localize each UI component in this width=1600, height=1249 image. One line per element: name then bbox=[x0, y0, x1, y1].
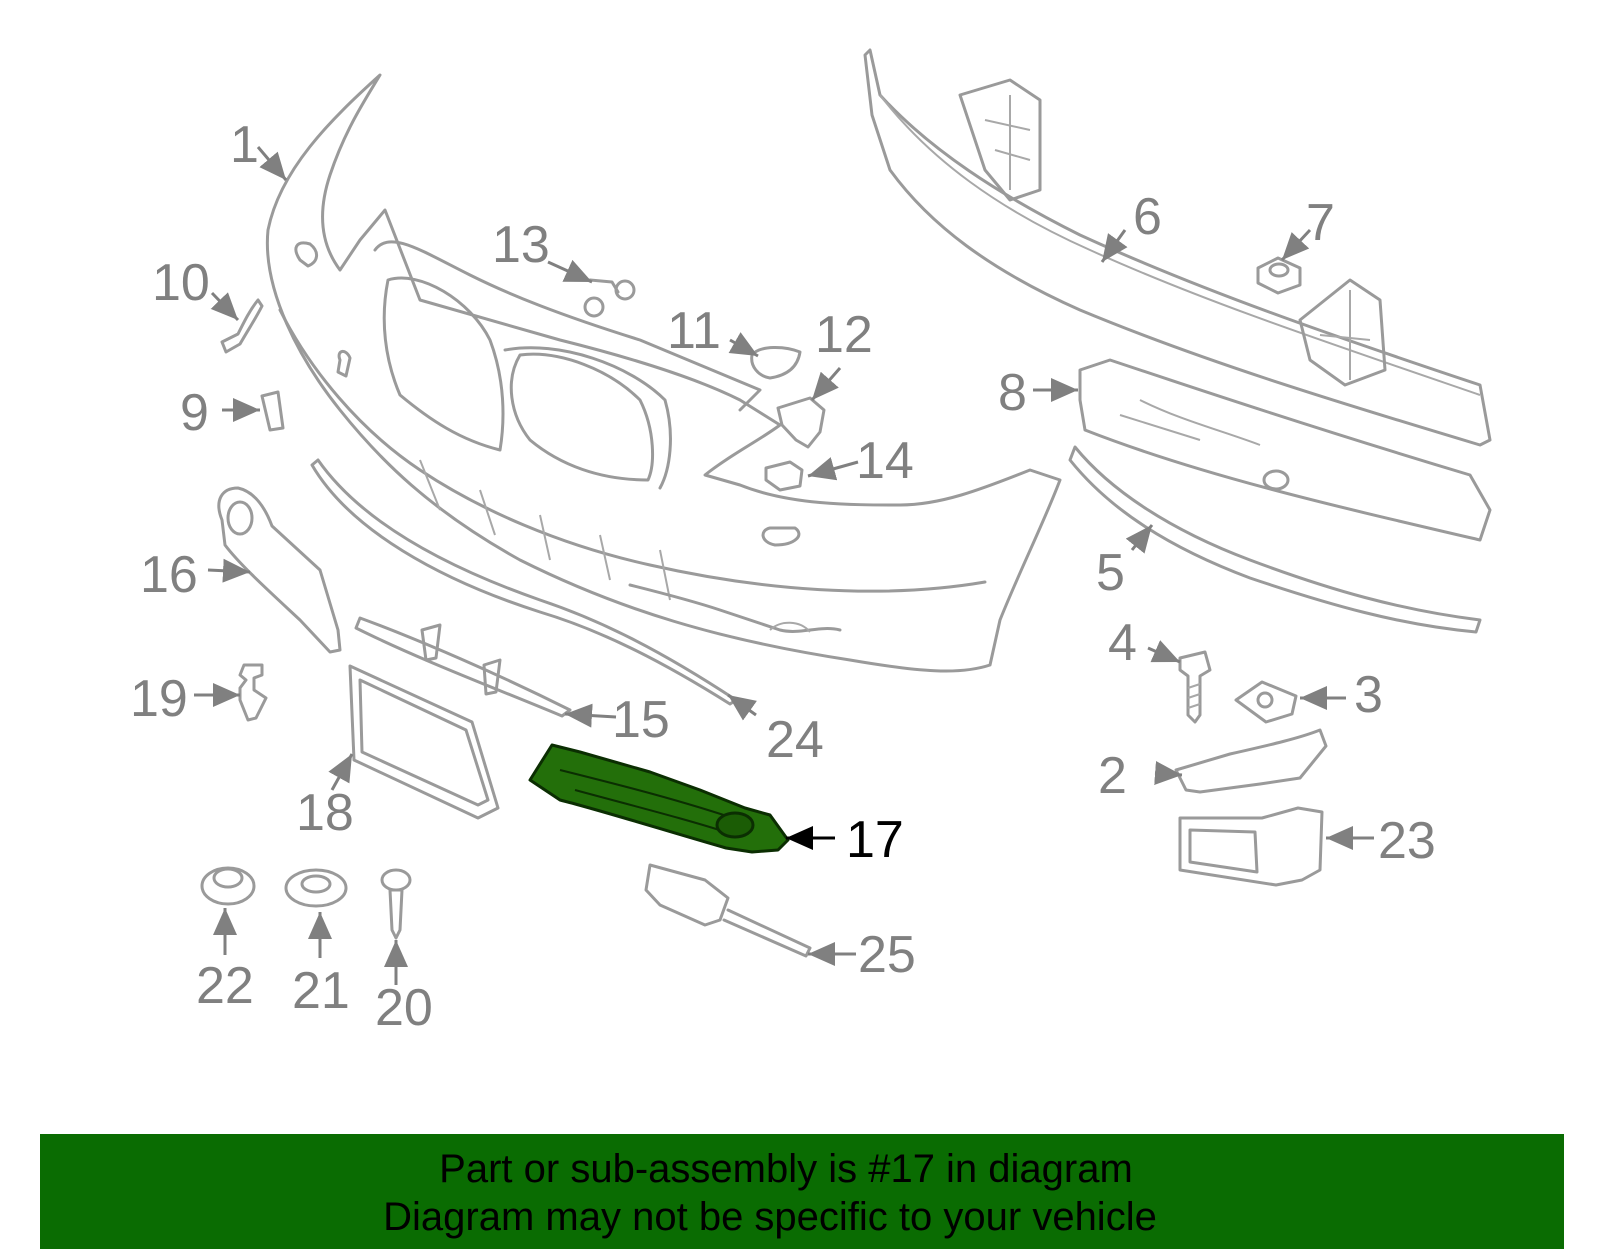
part-20-screw[interactable] bbox=[380, 868, 412, 940]
part-23-air-duct[interactable] bbox=[1178, 806, 1324, 887]
leader-lines bbox=[194, 146, 1374, 985]
callout-21[interactable]: 21 bbox=[292, 962, 350, 1020]
callout-25[interactable]: 25 bbox=[858, 926, 916, 984]
part-22-grommet[interactable] bbox=[200, 866, 256, 906]
callout-1[interactable]: 1 bbox=[230, 116, 259, 174]
callout-15[interactable]: 15 bbox=[612, 691, 670, 749]
info-banner: Part or sub-assembly is #17 in diagram D… bbox=[40, 1134, 1564, 1249]
callout-19[interactable]: 19 bbox=[130, 670, 188, 728]
callout-24[interactable]: 24 bbox=[766, 711, 824, 769]
callout-6[interactable]: 6 bbox=[1133, 188, 1162, 246]
part-8-absorber[interactable] bbox=[1078, 358, 1492, 542]
part-14-bracket[interactable] bbox=[764, 460, 804, 492]
callout-22[interactable]: 22 bbox=[196, 957, 254, 1015]
part-9-clip[interactable] bbox=[260, 390, 285, 432]
part-4-bolt[interactable] bbox=[1178, 650, 1212, 724]
banner-disclaimer-text: Diagram may not be specific to your vehi… bbox=[383, 1195, 1157, 1239]
callout-23[interactable]: 23 bbox=[1378, 812, 1436, 870]
callout-13[interactable]: 13 bbox=[492, 216, 550, 274]
callout-labels: 1 6 7 8 5 4 3 2 23 10 13 11 12 9 14 16 1… bbox=[130, 116, 1436, 1037]
part-12-bracket[interactable] bbox=[776, 396, 826, 449]
callout-14[interactable]: 14 bbox=[856, 432, 914, 490]
callout-8[interactable]: 8 bbox=[998, 364, 1027, 422]
part-21-grommet[interactable] bbox=[284, 868, 348, 908]
callout-2[interactable]: 2 bbox=[1098, 747, 1127, 805]
part-3-speed-nut[interactable] bbox=[1234, 680, 1298, 724]
part-5-lower-trim[interactable] bbox=[1068, 445, 1482, 634]
callout-16[interactable]: 16 bbox=[140, 546, 198, 604]
callout-17[interactable]: 17 bbox=[846, 811, 904, 869]
part-6-reinforcement[interactable] bbox=[863, 48, 1492, 447]
callout-18[interactable]: 18 bbox=[296, 784, 354, 842]
callout-11[interactable]: 11 bbox=[667, 302, 721, 360]
part-18-plate-holder[interactable] bbox=[348, 664, 500, 820]
part-24-strip[interactable] bbox=[310, 458, 738, 706]
callout-7[interactable]: 7 bbox=[1306, 194, 1335, 252]
part-10-bracket[interactable] bbox=[220, 298, 264, 354]
callout-3[interactable]: 3 bbox=[1354, 666, 1383, 724]
callout-5[interactable]: 5 bbox=[1096, 544, 1125, 602]
part-1-bumper-cover[interactable] bbox=[265, 73, 1062, 673]
part-17-grille-right[interactable] bbox=[528, 743, 790, 854]
callout-12[interactable]: 12 bbox=[815, 306, 873, 364]
part-25-sensor[interactable] bbox=[644, 863, 812, 958]
callout-10[interactable]: 10 bbox=[152, 254, 210, 312]
part-19-push-clip[interactable] bbox=[238, 663, 268, 722]
callout-20[interactable]: 20 bbox=[375, 979, 433, 1037]
part-2-bracket[interactable] bbox=[1174, 728, 1328, 794]
part-7-nut[interactable] bbox=[1256, 256, 1302, 295]
part-15-bracket[interactable] bbox=[354, 616, 572, 718]
callout-9[interactable]: 9 bbox=[180, 384, 209, 442]
banner-part-text: Part or sub-assembly is #17 in diagram bbox=[439, 1147, 1133, 1191]
callout-4[interactable]: 4 bbox=[1108, 614, 1137, 672]
part-13-clip[interactable] bbox=[583, 278, 636, 318]
part-11-cover[interactable] bbox=[750, 346, 802, 380]
